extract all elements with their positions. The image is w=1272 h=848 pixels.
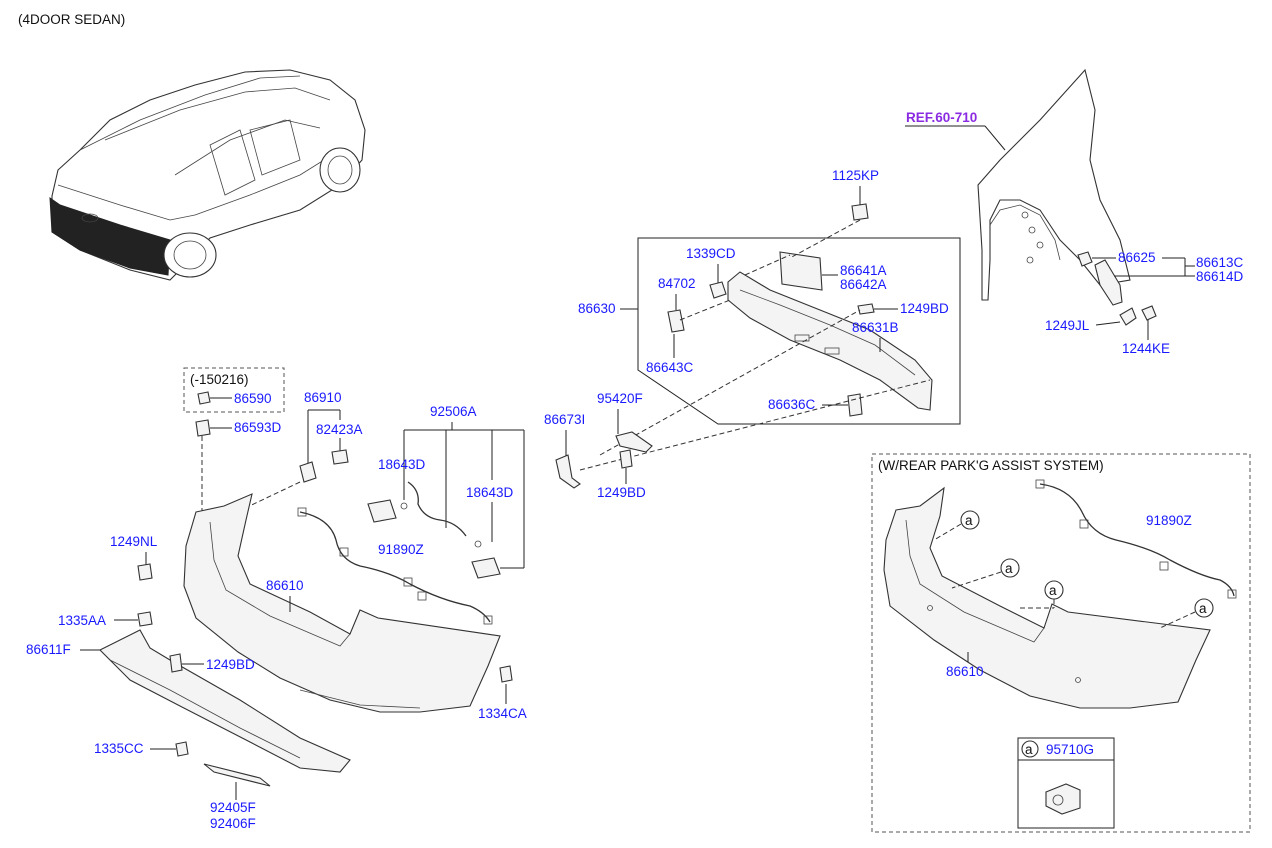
svg-text:a: a bbox=[1005, 561, 1013, 576]
bracket-95420F-shape bbox=[615, 431, 653, 453]
label-86673I[interactable]: 86673I bbox=[544, 412, 585, 427]
label-92405F[interactable]: 92405F bbox=[210, 800, 256, 815]
label-86610-b[interactable]: 86610 bbox=[946, 664, 984, 679]
variant-title: (4DOOR SEDAN) bbox=[18, 12, 125, 27]
svg-text:a: a bbox=[1025, 742, 1033, 757]
label-86611F[interactable]: 86611F bbox=[26, 642, 71, 657]
clip-1334CA-shape bbox=[499, 665, 513, 683]
nut-1244KE-shape bbox=[1141, 305, 1157, 321]
label-86625[interactable]: 86625 bbox=[1118, 250, 1156, 265]
label-86642A[interactable]: 86642A bbox=[840, 277, 887, 292]
reflector-92405F-shape bbox=[203, 763, 271, 787]
label-1249JL[interactable]: 1249JL bbox=[1045, 318, 1090, 333]
label-18643D-a[interactable]: 18643D bbox=[378, 457, 426, 472]
park-assist-title: (W/REAR PARK'G ASSIST SYSTEM) bbox=[878, 458, 1104, 473]
car-illustration bbox=[49, 69, 366, 281]
label-18643D-b[interactable]: 18643D bbox=[466, 485, 514, 500]
screw-1249JL-shape bbox=[1119, 307, 1137, 326]
label-86593D[interactable]: 86593D bbox=[234, 420, 282, 435]
label-1244KE[interactable]: 1244KE bbox=[1122, 341, 1170, 356]
clip-84702-shape bbox=[667, 309, 685, 333]
clip-1335CC-shape bbox=[175, 741, 189, 757]
label-82423A[interactable]: 82423A bbox=[316, 422, 363, 437]
sensor-marker-3: a bbox=[1044, 580, 1064, 600]
lamp-left-shape bbox=[367, 499, 397, 523]
bracket-86636C-shape bbox=[847, 393, 863, 417]
clip-86593D-shape bbox=[195, 419, 211, 437]
date-note: (-150216) bbox=[190, 372, 249, 387]
clip-86590-shape bbox=[197, 391, 211, 405]
bolt-1249BD-b-shape bbox=[619, 449, 633, 469]
label-86610-a[interactable]: 86610 bbox=[266, 578, 304, 593]
side-bracket-shape bbox=[1094, 259, 1123, 306]
label-1125KP[interactable]: 1125KP bbox=[832, 168, 879, 183]
label-95710G[interactable]: 95710G bbox=[1046, 742, 1094, 757]
bolt-1125KP-shape bbox=[851, 203, 869, 221]
diffuser-86611F-shape bbox=[99, 629, 351, 773]
svg-text:a: a bbox=[965, 513, 973, 528]
label-86614D[interactable]: 86614D bbox=[1196, 269, 1244, 284]
date-note-box bbox=[183, 367, 285, 413]
beam-box-outline bbox=[637, 237, 961, 425]
bolt-1249BD-a-shape bbox=[857, 303, 875, 315]
bracket-86910-shape bbox=[299, 461, 317, 483]
lamp-right-shape bbox=[471, 557, 501, 579]
label-1249NL[interactable]: 1249NL bbox=[110, 534, 158, 549]
bracket-86673I-shape bbox=[555, 454, 581, 489]
label-92406F[interactable]: 92406F bbox=[210, 816, 256, 831]
rear-beam-shape bbox=[727, 271, 933, 411]
label-86613C[interactable]: 86613C bbox=[1196, 255, 1244, 270]
sensor-marker-2: a bbox=[1000, 558, 1020, 578]
label-91890Z-b[interactable]: 91890Z bbox=[1146, 513, 1192, 528]
clip-86625-shape bbox=[1077, 251, 1093, 267]
label-92506A[interactable]: 92506A bbox=[430, 404, 477, 419]
rear-bumper-86610-shape bbox=[183, 493, 501, 713]
wiring-91890Z-a-shape bbox=[299, 511, 491, 623]
nut-1339CD-shape bbox=[709, 281, 727, 299]
label-91890Z-a[interactable]: 91890Z bbox=[378, 542, 424, 557]
svg-text:a: a bbox=[1199, 601, 1207, 616]
sensor-marker-4: a bbox=[1194, 598, 1214, 618]
rear-bumper-86610-pas-shape bbox=[883, 486, 1211, 709]
label-1339CD[interactable]: 1339CD bbox=[686, 246, 736, 261]
label-84702[interactable]: 84702 bbox=[658, 276, 696, 291]
label-86643C[interactable]: 86643C bbox=[646, 360, 694, 375]
sensor-marker-1: a bbox=[960, 510, 980, 530]
label-86631B[interactable]: 86631B bbox=[852, 320, 899, 335]
wiring-91890Z-b-shape bbox=[1039, 483, 1235, 597]
label-86630[interactable]: 86630 bbox=[578, 301, 616, 316]
label-86590[interactable]: 86590 bbox=[234, 391, 272, 406]
sensor-95710G-box bbox=[1017, 737, 1115, 829]
label-1249BD-c[interactable]: 1249BD bbox=[206, 657, 255, 672]
label-1334CA[interactable]: 1334CA bbox=[478, 706, 527, 721]
label-1335CC[interactable]: 1335CC bbox=[94, 741, 144, 756]
bolt-1249BD-c-shape bbox=[169, 653, 183, 673]
label-1249BD-b[interactable]: 1249BD bbox=[597, 485, 646, 500]
svg-text:a: a bbox=[1049, 583, 1057, 598]
park-assist-box bbox=[871, 453, 1251, 833]
label-1335AA[interactable]: 1335AA bbox=[58, 613, 106, 628]
label-86910[interactable]: 86910 bbox=[304, 390, 342, 405]
label-1249BD-a[interactable]: 1249BD bbox=[900, 301, 949, 316]
label-95420F[interactable]: 95420F bbox=[597, 391, 643, 406]
bracket-86641A-shape bbox=[779, 251, 823, 291]
bolt-1249NL-shape bbox=[137, 563, 153, 581]
ref-label[interactable]: REF.60-710 bbox=[906, 110, 977, 125]
label-86641A[interactable]: 86641A bbox=[840, 263, 887, 278]
label-86636C[interactable]: 86636C bbox=[768, 397, 816, 412]
grommet-82423A-shape bbox=[331, 449, 349, 465]
clip-1335AA-shape bbox=[137, 611, 153, 627]
